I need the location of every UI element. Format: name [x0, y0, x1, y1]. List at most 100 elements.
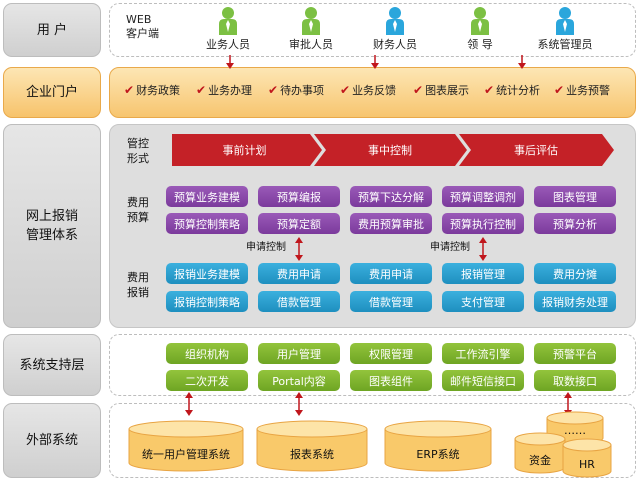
support-pill: 图表组件 — [350, 370, 432, 391]
portal-item-label: 图表展示 — [425, 84, 470, 97]
check-icon: ✔ — [268, 83, 279, 97]
row-label-portal-text: 企业门户 — [25, 85, 78, 100]
row-label-support-text: 系统支持层 — [19, 357, 85, 373]
person-icon — [386, 7, 404, 35]
cylinder-hr — [562, 438, 612, 478]
support-pill: 邮件短信接口 — [442, 370, 524, 391]
double-arrow-icon — [295, 237, 303, 261]
row-label-reimbursement-line1: 网上报销 — [25, 209, 78, 224]
cylinder-unified-user-system — [128, 420, 244, 472]
check-icon: ✔ — [124, 83, 135, 97]
row-label-portal: 企业门户 — [3, 67, 101, 118]
expense-pill: 费用分摊 — [534, 263, 616, 284]
user-role-label: 财务人员 — [373, 38, 417, 51]
expense-pill: 费用申请 — [258, 263, 340, 284]
portal-item-label: 财务政策 — [136, 84, 181, 97]
stage-label-1: 事前计划 — [222, 144, 267, 157]
portal-item-label: 待办事项 — [280, 84, 325, 97]
portal-panel: ✔财务政策 ✔业务办理 ✔待办事项 ✔业务反馈 ✔图表展示 ✔统计分析 ✔业务预… — [109, 67, 636, 118]
external-system-label: 资金 — [529, 454, 551, 467]
budget-pill: 费用预算审批 — [350, 213, 432, 234]
external-system-label: 报表系统 — [290, 448, 334, 461]
person-icon — [219, 7, 237, 35]
portal-item-label: 业务预警 — [566, 84, 611, 97]
person-icon — [556, 7, 574, 35]
portal-item-label: 业务反馈 — [352, 84, 397, 97]
control-chevrons — [172, 134, 614, 166]
row-label-reimbursement-line2: 管理体系 — [25, 228, 78, 243]
external-system-label: HR — [579, 458, 595, 471]
support-pill: 用户管理 — [258, 343, 340, 364]
row-label-users: 用 户 — [3, 3, 101, 57]
support-pill: 工作流引擎 — [442, 343, 524, 364]
check-icon: ✔ — [484, 83, 495, 97]
support-pill: 取数接口 — [534, 370, 616, 391]
check-icon: ✔ — [554, 83, 565, 97]
arrow-down-icon — [371, 55, 379, 69]
user-role-approver: 审批人员 — [271, 6, 351, 52]
budget-pill: 预算控制策略 — [166, 213, 248, 234]
budget-label-line2: 预算 — [127, 211, 149, 224]
support-pill: 组织机构 — [166, 343, 248, 364]
support-pill: 预警平台 — [534, 343, 616, 364]
external-system-label: ERP系统 — [416, 448, 460, 461]
user-role-admin: 系统管理员 — [525, 6, 605, 52]
control-label: 管控 形式 — [127, 136, 149, 166]
check-icon: ✔ — [196, 83, 207, 97]
web-client-line2: 客户端 — [126, 27, 159, 40]
budget-label: 费用 预算 — [127, 195, 149, 225]
budget-pill: 预算下达分解 — [350, 186, 432, 207]
arrow-down-icon — [518, 55, 526, 69]
portal-item: ✔统计分析 — [484, 82, 540, 98]
expense-label-line2: 报销 — [127, 286, 149, 299]
portal-item: ✔业务预警 — [554, 82, 610, 98]
row-label-external-text: 外部系统 — [25, 433, 78, 448]
double-arrow-icon — [295, 392, 303, 416]
chevron-stage-3 — [459, 134, 614, 166]
user-role-finance: 财务人员 — [355, 6, 435, 52]
expense-pill: 报销财务处理 — [534, 291, 616, 312]
portal-item: ✔财务政策 — [124, 82, 180, 98]
arrow-down-icon — [226, 55, 234, 69]
row-label-users-text: 用 户 — [36, 22, 68, 38]
chevron-stage-2 — [314, 134, 467, 166]
portal-item-label: 统计分析 — [496, 84, 541, 97]
expense-pill: 报销业务建模 — [166, 263, 248, 284]
budget-pill: 预算业务建模 — [166, 186, 248, 207]
portal-item: ✔图表展示 — [413, 82, 469, 98]
budget-pill: 预算调整调剂 — [442, 186, 524, 207]
person-icon — [302, 7, 320, 35]
user-role-label: 系统管理员 — [537, 38, 593, 51]
control-label-line2: 形式 — [127, 152, 149, 165]
support-pill: 权限管理 — [350, 343, 432, 364]
web-client-label: WEB 客户端 — [126, 13, 159, 41]
stage-label-2: 事中控制 — [368, 144, 412, 157]
support-pill: 二次开发 — [166, 370, 248, 391]
row-label-support: 系统支持层 — [3, 334, 101, 396]
cylinder-erp-system — [384, 420, 492, 472]
budget-label-line1: 费用 — [127, 196, 149, 209]
check-icon: ✔ — [340, 83, 351, 97]
cylinder-report-system — [256, 420, 368, 472]
portal-item-label: 业务办理 — [208, 84, 253, 97]
user-role-label: 业务人员 — [206, 38, 250, 51]
external-system-label: 统一用户管理系统 — [142, 448, 230, 461]
web-client-line1: WEB — [126, 13, 152, 26]
external-system-label: …… — [564, 424, 586, 437]
person-icon — [471, 7, 489, 35]
apply-control-label: 申请控制 — [246, 242, 286, 253]
budget-pill: 预算分析 — [534, 213, 616, 234]
user-role-label: 领 导 — [467, 38, 493, 51]
check-icon: ✔ — [413, 83, 424, 97]
expense-label-line1: 费用 — [127, 271, 149, 284]
chevron-stage-1 — [172, 134, 322, 166]
expense-pill: 费用申请 — [350, 263, 432, 284]
user-role-business: 业务人员 — [188, 6, 268, 52]
portal-item: ✔业务反馈 — [340, 82, 396, 98]
user-role-leader: 领 导 — [440, 6, 520, 52]
users-panel: WEB 客户端 — [109, 3, 636, 57]
stage-label-3: 事后评估 — [514, 144, 558, 157]
portal-item: ✔待办事项 — [268, 82, 324, 98]
double-arrow-icon — [479, 237, 487, 261]
budget-pill: 图表管理 — [534, 186, 616, 207]
